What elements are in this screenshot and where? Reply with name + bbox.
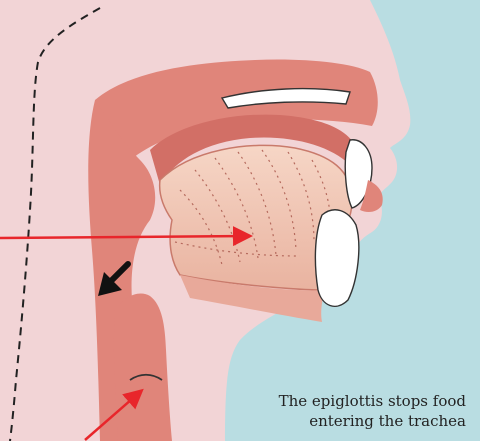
caption-line-1: The epiglottis stops food	[226, 391, 466, 411]
caption: The epiglottis stops food entering the t…	[226, 391, 466, 431]
caption-line-2: entering the trachea	[226, 411, 466, 431]
